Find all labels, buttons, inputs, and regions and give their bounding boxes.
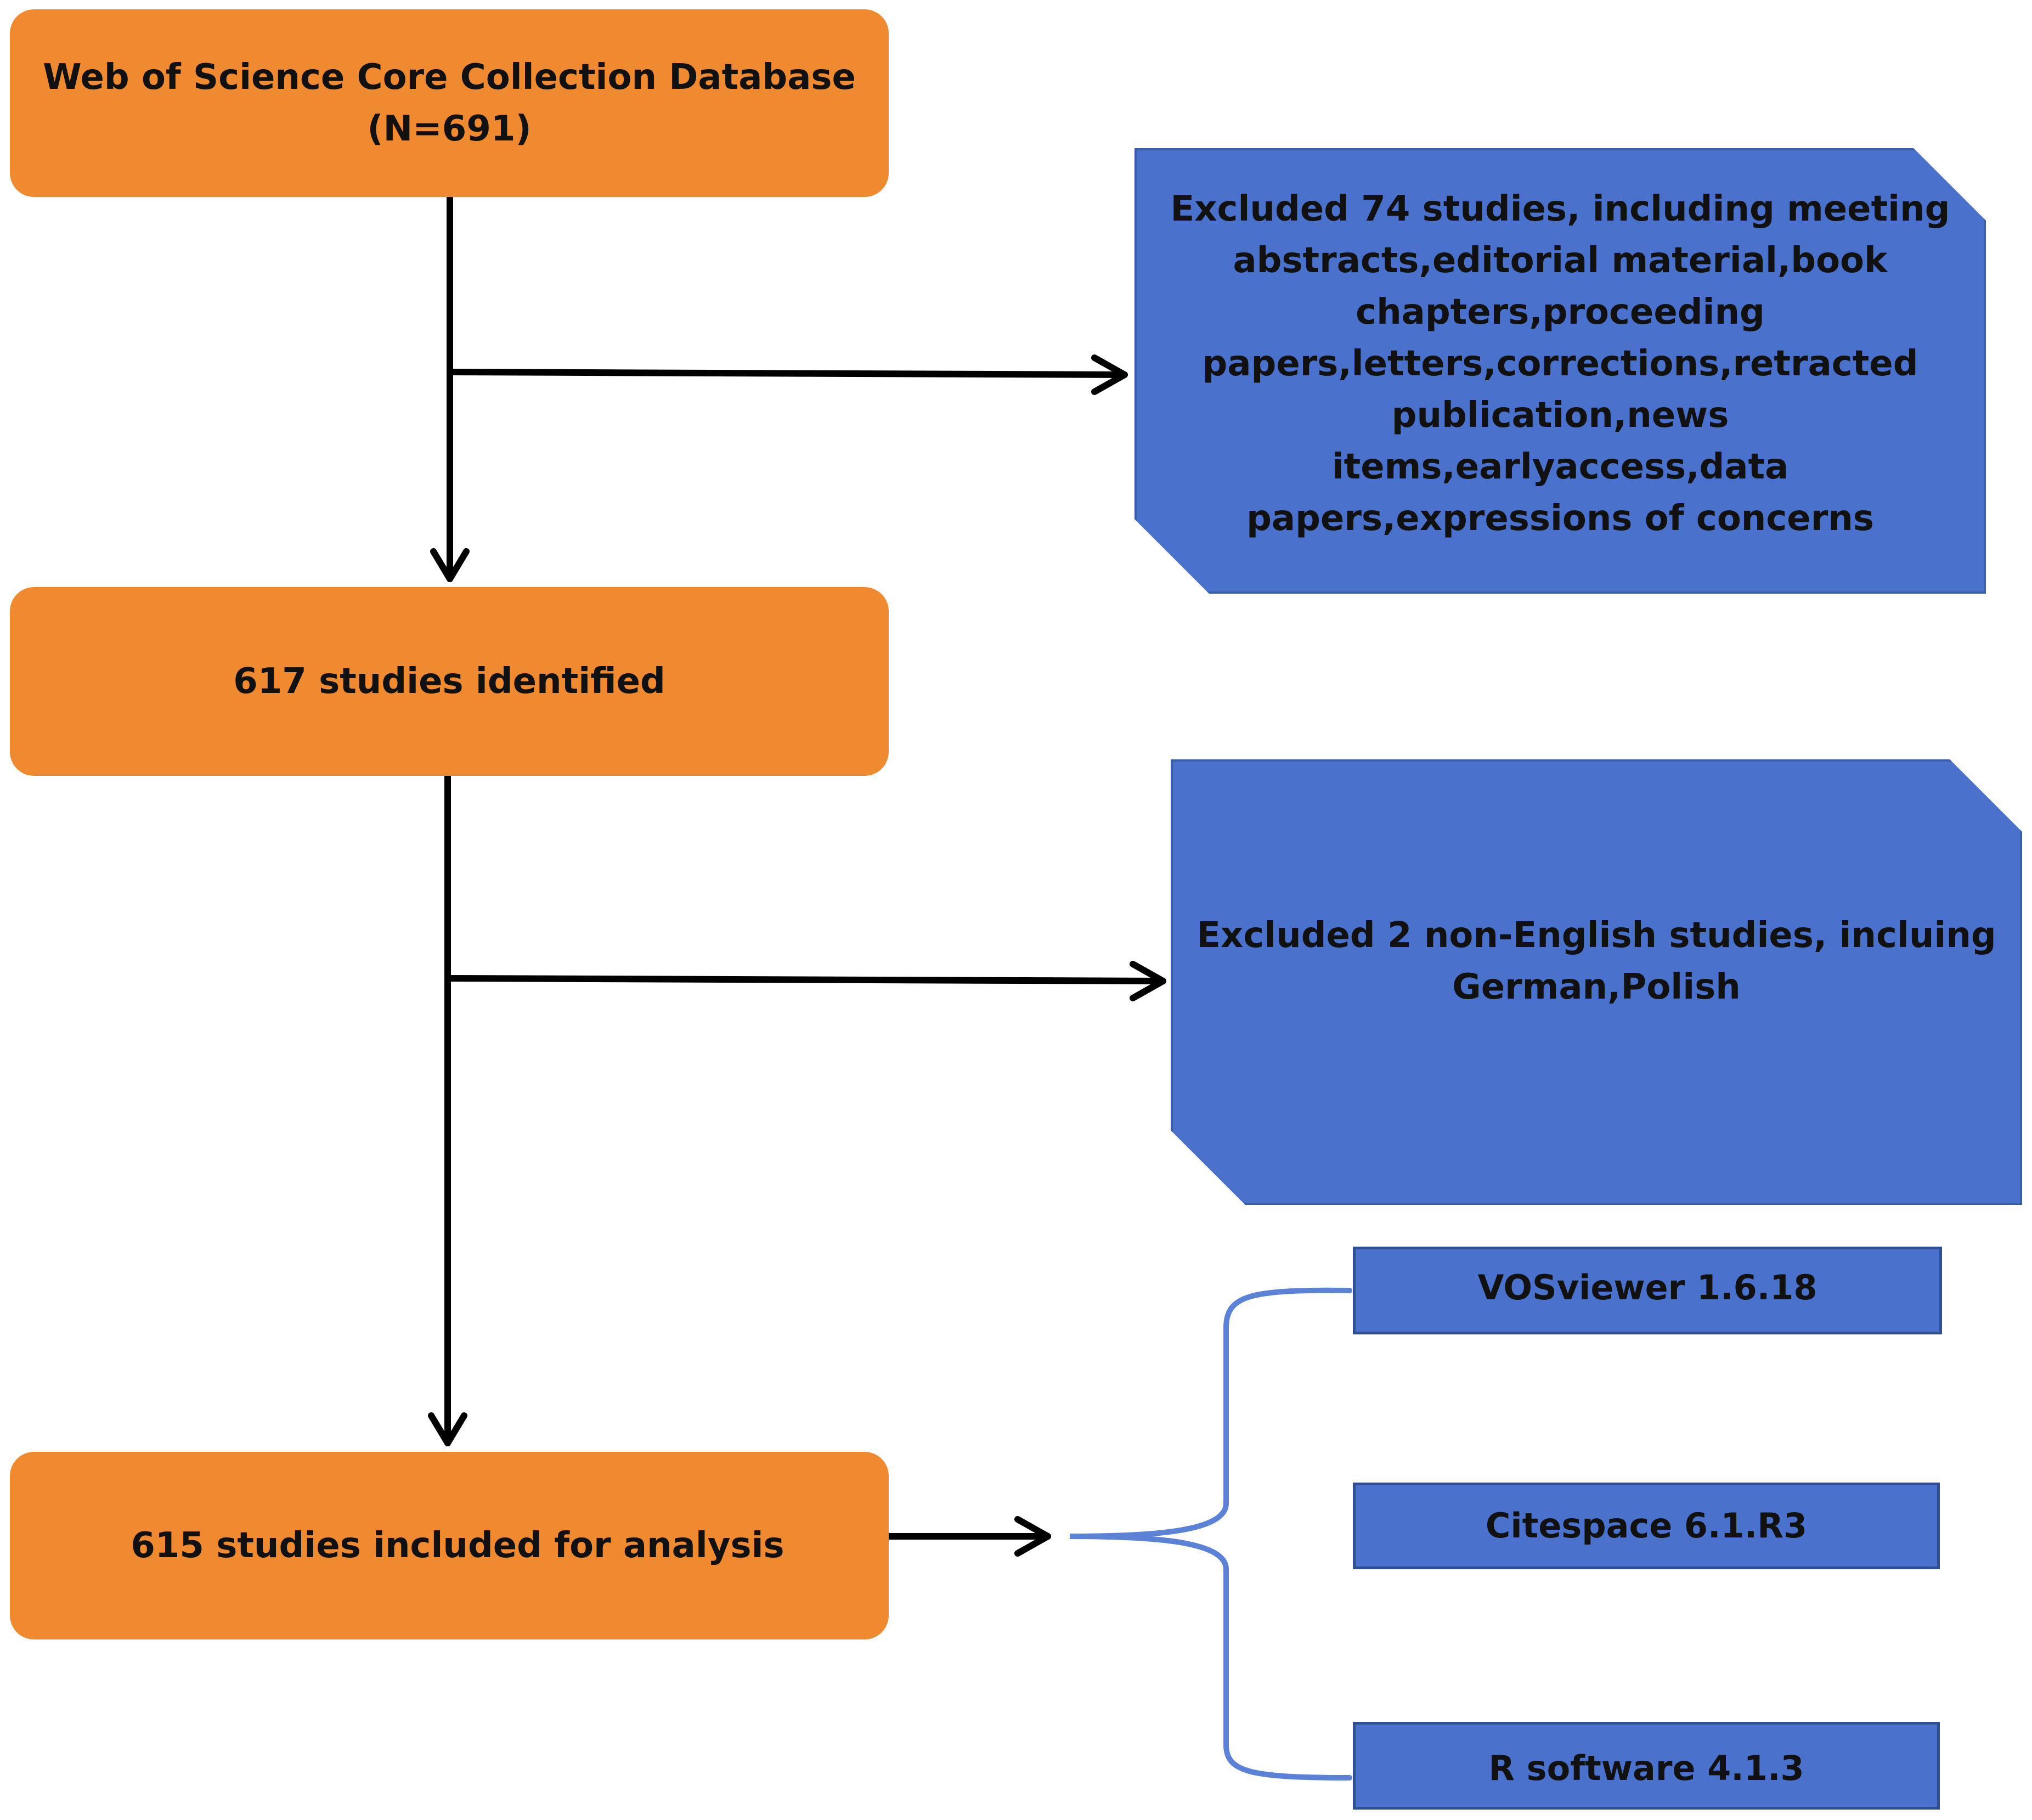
identified-box-label: 617 studies identified bbox=[233, 661, 665, 702]
tool-box-citespace: Citespace 6.1.R3 bbox=[1353, 1483, 1940, 1569]
exclusion-1-line-4: papers,letters,corrections,retracted bbox=[1202, 343, 1918, 384]
exclusion-box-1: Excluded 74 studies, including meeting a… bbox=[1134, 148, 1986, 594]
exclusion-box-2: Excluded 2 non-English studies, incluing… bbox=[1171, 759, 2022, 1205]
arrowhead-to-tools bbox=[1014, 1516, 1051, 1557]
database-box-count: (N=691) bbox=[367, 109, 532, 149]
exclusion-1-line-3: chapters,proceeding bbox=[1356, 292, 1765, 333]
database-box: Web of Science Core Collection Database … bbox=[10, 9, 889, 197]
exclusion-1-line-6: papers,expressions of concerns bbox=[1246, 498, 1874, 539]
tool-box-vosviewer: VOSviewer 1.6.18 bbox=[1353, 1247, 1942, 1334]
exclusion-1-line-1: Excluded 74 studies, including meeting bbox=[1170, 189, 1950, 229]
included-box: 615 studies included for analysis bbox=[10, 1452, 889, 1639]
connector-branch-to-exclusion-1 bbox=[447, 369, 1128, 378]
arrowhead-to-exclusion-1 bbox=[1091, 354, 1128, 395]
tools-bracket bbox=[1069, 1287, 1352, 1780]
tool-box-r-software: R software 4.1.3 bbox=[1353, 1722, 1940, 1810]
arrowhead-identified-to-included bbox=[428, 1412, 467, 1446]
exclusion-2-line-2: German,Polish bbox=[1452, 967, 1741, 1007]
tool-r-software-label: R software 4.1.3 bbox=[1488, 1748, 1804, 1788]
included-box-label: 615 studies included for analysis bbox=[131, 1525, 784, 1566]
exclusion-1-line-2: abstracts,editorial material,book bbox=[1233, 240, 1888, 281]
arrowhead-to-exclusion-2 bbox=[1130, 961, 1166, 1001]
connector-branch-to-exclusion-2 bbox=[444, 975, 1166, 984]
exclusion-2-line-1: Excluded 2 non-English studies, incluing bbox=[1196, 915, 1996, 956]
exclusion-1-line-5: publication,news items,earlyaccess,data bbox=[1331, 395, 1789, 487]
identified-box: 617 studies identified bbox=[10, 587, 889, 776]
database-box-title: Web of Science Core Collection Database bbox=[43, 57, 856, 98]
tool-citespace-label: Citespace 6.1.R3 bbox=[1485, 1506, 1808, 1546]
tool-vosviewer-label: VOSviewer 1.6.18 bbox=[1477, 1267, 1817, 1308]
arrowhead-database-to-identified bbox=[430, 548, 470, 582]
